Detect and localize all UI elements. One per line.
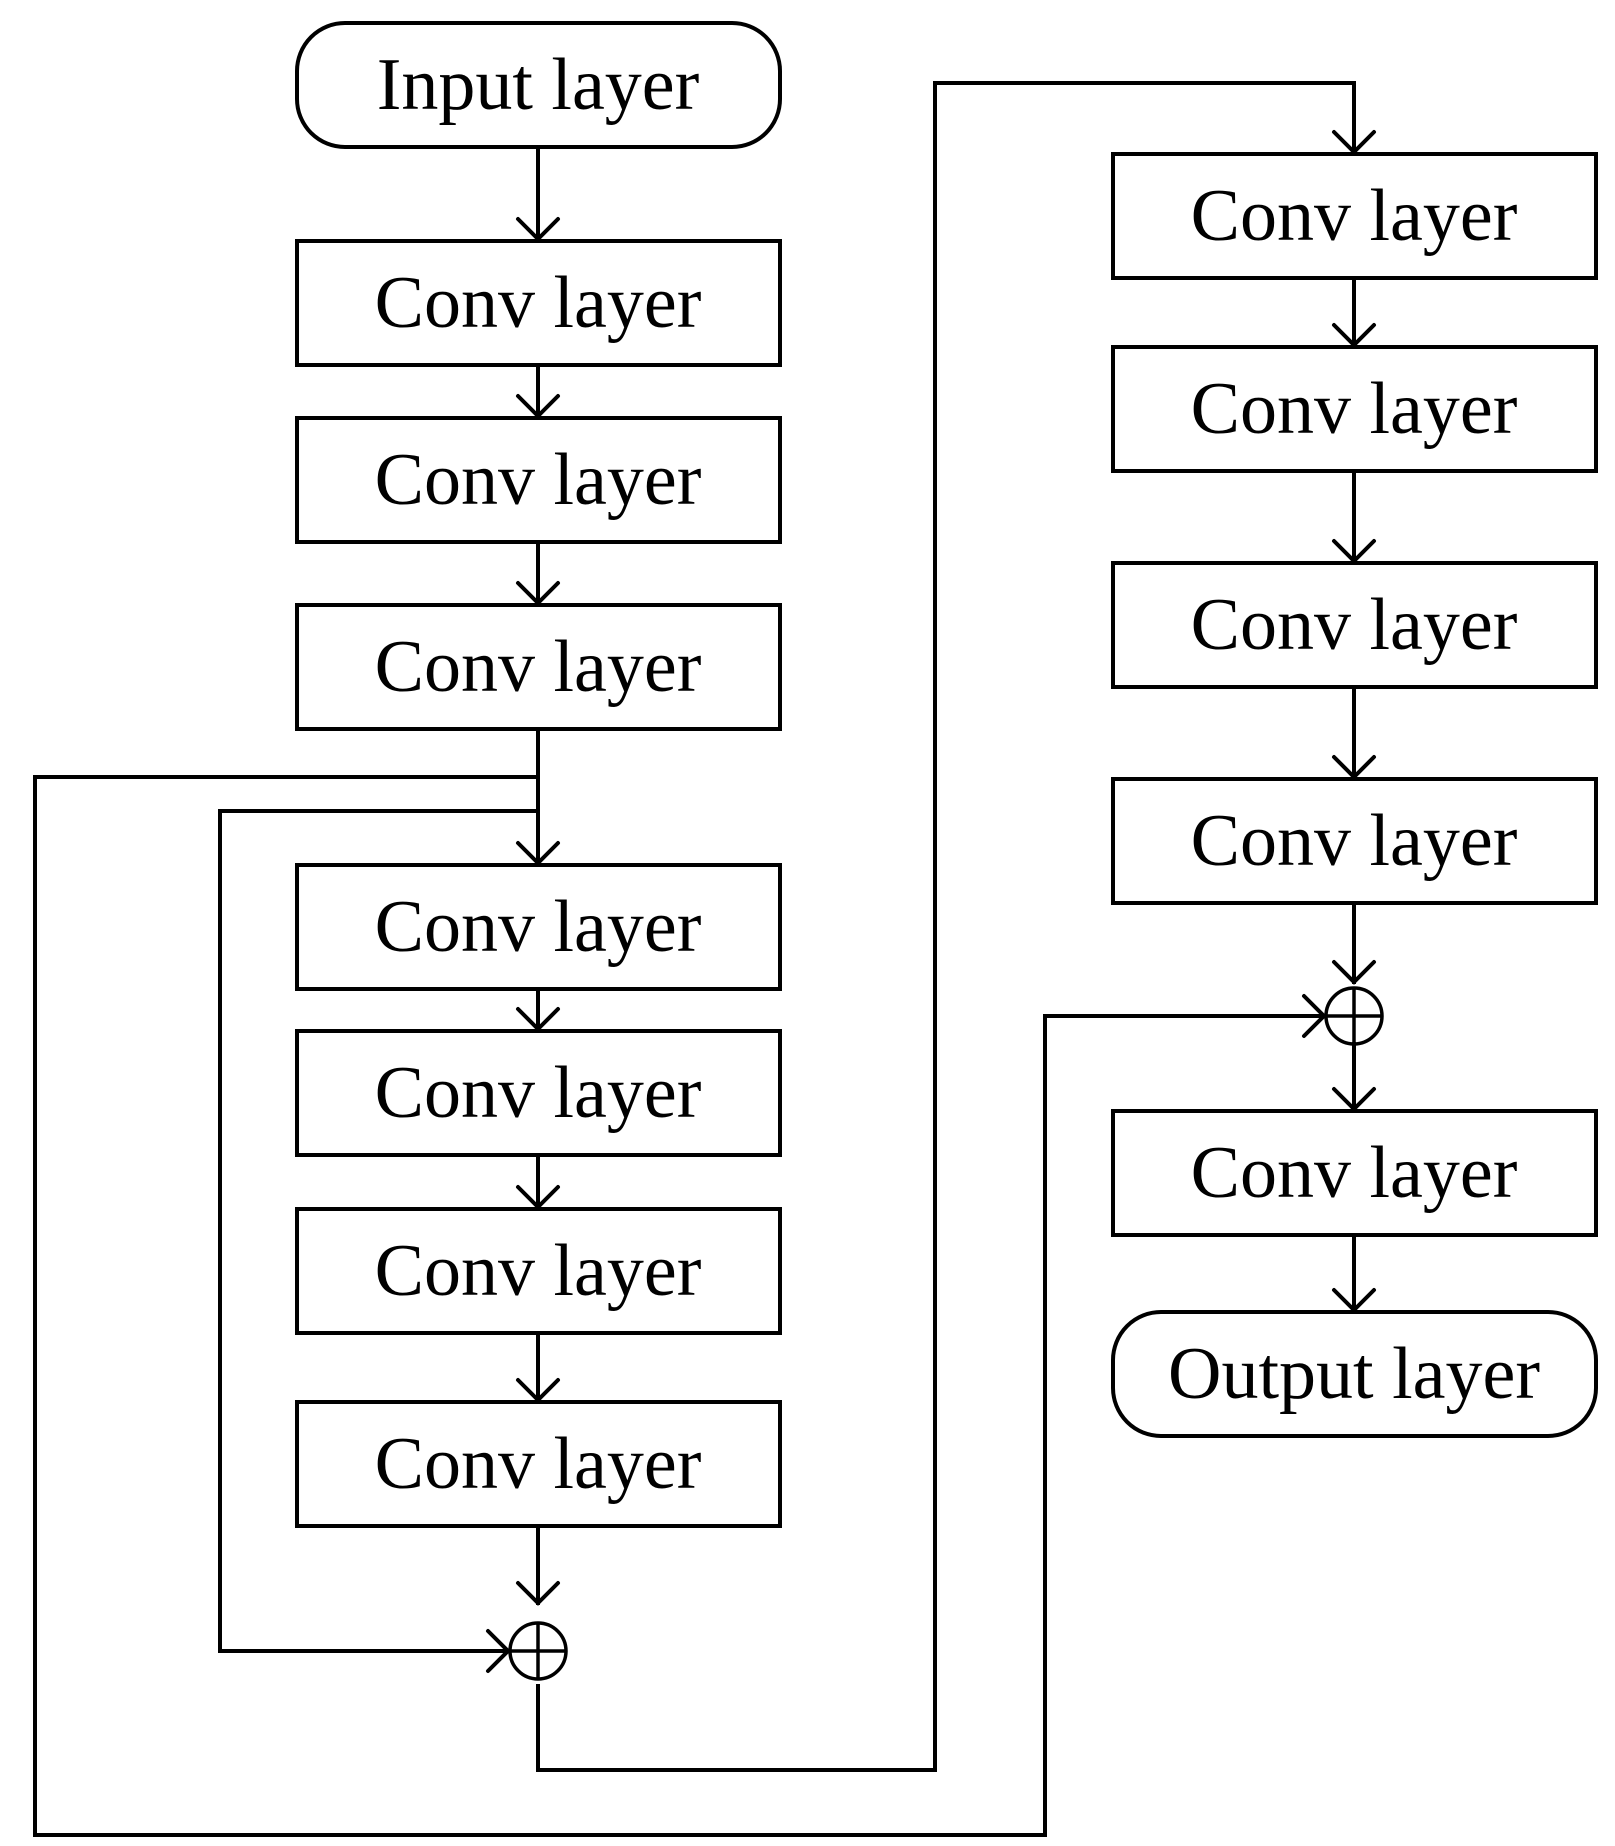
- output-layer-node: Output layer: [1111, 1310, 1598, 1438]
- conv-layer-c3-label: Conv layer: [1191, 584, 1518, 666]
- skip-edge-to-sum-right: [33, 775, 1327, 1837]
- conv-layer-b1-label: Conv layer: [375, 886, 702, 968]
- edge-sum-left-to-conv-c1: [536, 81, 1376, 1772]
- edge-conv-a3-to-conv-b1: [516, 727, 560, 866]
- edge-conv-a2-to-conv-a3: [516, 540, 560, 606]
- edge-conv-c2-to-conv-c3: [1332, 469, 1376, 564]
- edge-conv-a1-to-conv-a2: [516, 363, 560, 419]
- skip-edge-to-sum-left: [218, 809, 540, 1673]
- conv-layer-b4-node: Conv layer: [295, 1400, 782, 1528]
- conv-layer-a3-node: Conv layer: [295, 603, 782, 731]
- output-layer-label: Output layer: [1168, 1333, 1540, 1415]
- conv-layer-c4-label: Conv layer: [1191, 800, 1518, 882]
- conv-layer-a2-node: Conv layer: [295, 416, 782, 544]
- edge-conv-c4-to-sum-right: [1332, 901, 1376, 985]
- conv-layer-a1-node: Conv layer: [295, 239, 782, 367]
- conv-layer-c2-node: Conv layer: [1111, 345, 1598, 473]
- edge-conv-b4-to-sum-left: [516, 1524, 560, 1606]
- sum-right-node: [1324, 986, 1384, 1046]
- conv-layer-c2-label: Conv layer: [1191, 368, 1518, 450]
- conv-layer-c1-node: Conv layer: [1111, 152, 1598, 280]
- conv-layer-d1-label: Conv layer: [1191, 1132, 1518, 1214]
- conv-layer-a1-label: Conv layer: [375, 262, 702, 344]
- conv-layer-b3-node: Conv layer: [295, 1207, 782, 1335]
- conv-layer-c1-label: Conv layer: [1191, 175, 1518, 257]
- input-layer-label: Input layer: [377, 44, 700, 126]
- conv-layer-b1-node: Conv layer: [295, 863, 782, 991]
- conv-layer-b2-label: Conv layer: [375, 1052, 702, 1134]
- edge-conv-d1-to-output: [1332, 1233, 1376, 1313]
- edge-conv-b2-to-conv-b3: [516, 1153, 560, 1210]
- conv-layer-b2-node: Conv layer: [295, 1029, 782, 1157]
- conv-layer-d1-node: Conv layer: [1111, 1109, 1598, 1237]
- edge-conv-b3-to-conv-b4: [516, 1331, 560, 1403]
- conv-layer-b3-label: Conv layer: [375, 1230, 702, 1312]
- edge-conv-c1-to-conv-c2: [1332, 276, 1376, 348]
- conv-layer-c4-node: Conv layer: [1111, 777, 1598, 905]
- edge-conv-c3-to-conv-c4: [1332, 685, 1376, 780]
- sum-left-node: [508, 1621, 568, 1681]
- edge-sum-right-to-conv-d1: [1332, 1042, 1376, 1112]
- edge-conv-b1-to-conv-b2: [516, 987, 560, 1032]
- edge-input-to-conv-a1: [516, 145, 560, 242]
- input-layer-node: Input layer: [295, 21, 782, 149]
- conv-layer-a2-label: Conv layer: [375, 439, 702, 521]
- conv-layer-b4-label: Conv layer: [375, 1423, 702, 1505]
- conv-layer-a3-label: Conv layer: [375, 626, 702, 708]
- conv-layer-c3-node: Conv layer: [1111, 561, 1598, 689]
